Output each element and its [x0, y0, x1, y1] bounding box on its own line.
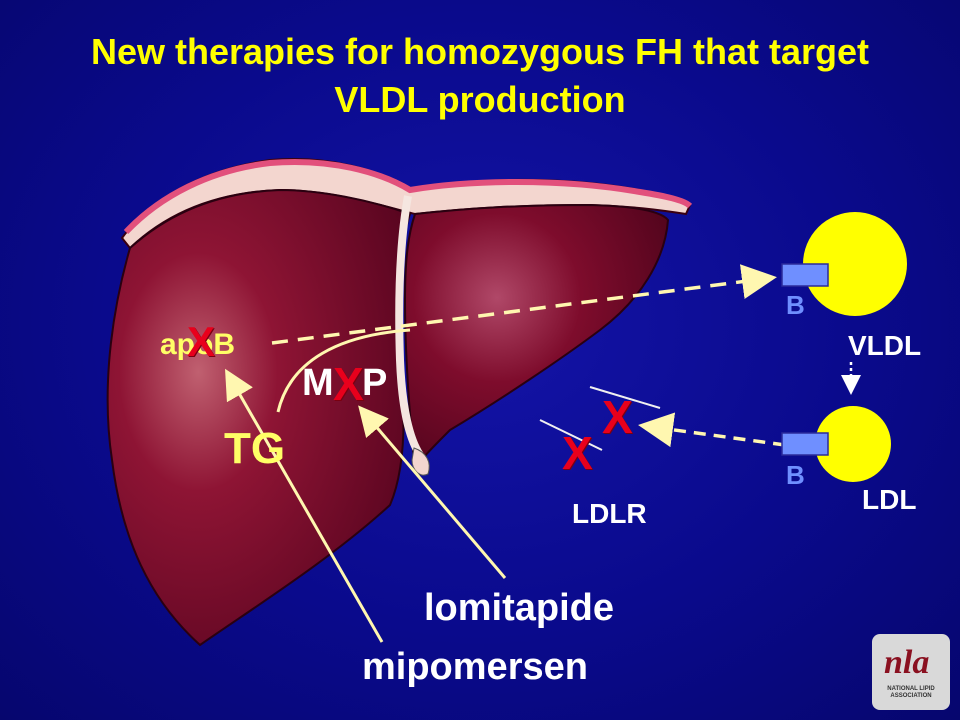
ligament-tip: [411, 447, 430, 476]
ldl-b-label: B: [786, 460, 805, 490]
ldl-particle: [815, 406, 891, 482]
lomitapide-label: lomitapide: [424, 587, 615, 629]
liver-left-lobe: [403, 203, 670, 474]
liver-capsule-rim: [123, 158, 693, 235]
ldl-apob-tag: [781, 432, 829, 456]
mtp-label-p: P: [362, 362, 388, 404]
ldlr-inhibit-mark-1: X: [602, 391, 633, 443]
vldl-particle: [803, 212, 907, 316]
slide-title: New therapies for homozygous FH that tar…: [0, 28, 960, 124]
ldl-label: LDL: [862, 484, 917, 515]
mtp-label-m: M: [302, 362, 334, 404]
nla-logo: nla NATIONAL LIPID ASSOCIATION: [872, 634, 950, 710]
tg-to-mtp-curve: [276, 328, 411, 413]
uptake-arrow: [638, 412, 786, 448]
nla-logo-wordmark: nla: [884, 644, 930, 681]
mipomersen-arrow: [225, 368, 384, 643]
tg-label: TG: [224, 424, 286, 473]
title-line-2: VLDL production: [334, 79, 626, 120]
vldl-label: VLDL: [848, 330, 922, 361]
mipomersen-label: mipomersen: [362, 646, 588, 688]
ldlr-receptor-1: [589, 386, 661, 409]
liver-right-lobe: [106, 188, 412, 647]
mtp-inhibit-mark: X: [333, 358, 364, 410]
vldl-apob-tag: [781, 263, 829, 287]
nla-logo-subtitle: NATIONAL LIPID ASSOCIATION: [887, 686, 935, 699]
falciform-ligament: [395, 195, 424, 458]
secretion-arrow: [271, 264, 777, 345]
ldlr-label: LDLR: [572, 498, 647, 529]
vldl-b-label: B: [786, 290, 805, 320]
lomitapide-arrow: [358, 405, 507, 579]
apob-label: apoB: [160, 328, 235, 361]
ldlr-receptor-2: [539, 419, 603, 451]
apob-inhibit-mark: X: [187, 318, 216, 365]
title-line-1: New therapies for homozygous FH that tar…: [90, 31, 870, 72]
ldlr-inhibit-mark-2: X: [562, 427, 593, 479]
